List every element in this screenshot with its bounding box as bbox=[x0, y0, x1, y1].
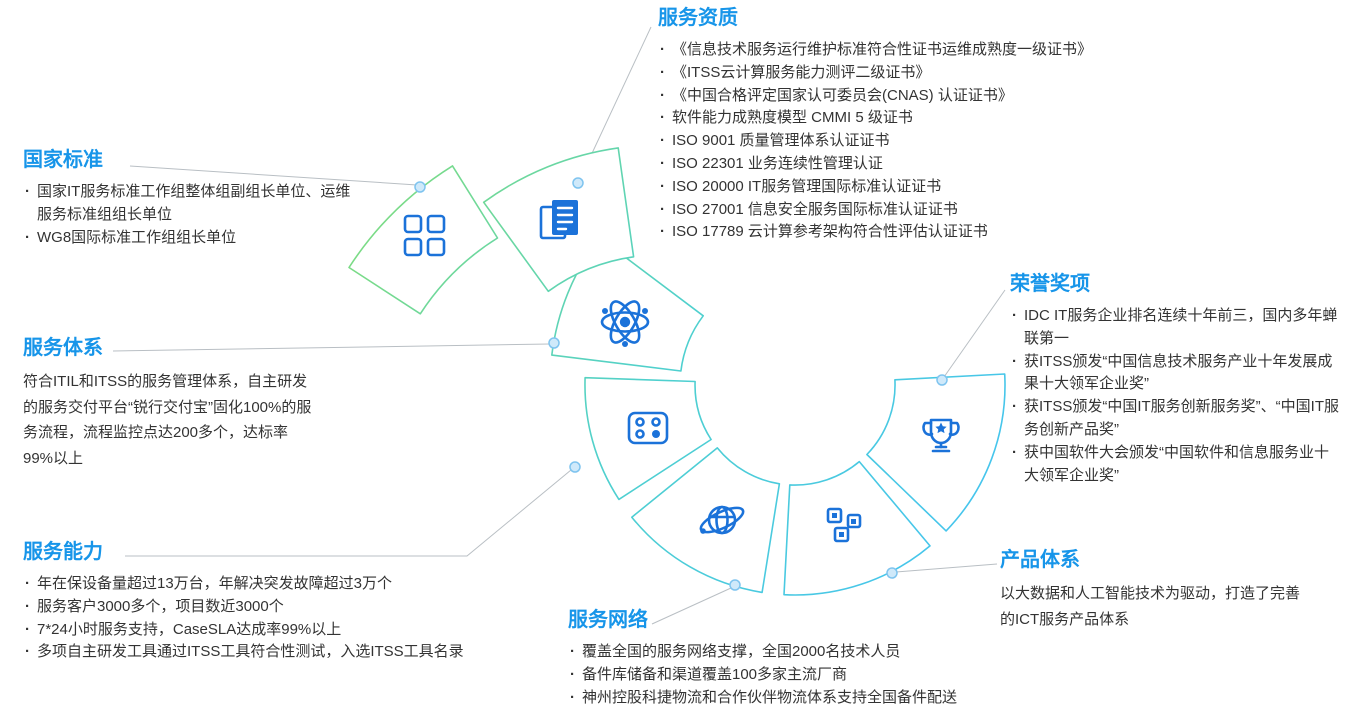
trophy-wedge bbox=[866, 373, 1006, 532]
atom-icon bbox=[600, 300, 650, 347]
connector-products bbox=[895, 563, 998, 573]
section-products: 产品体系 以大数据和人工智能技术为驱动，打造了完善的ICT服务产品体系 bbox=[1000, 548, 1305, 632]
section-honors: 荣誉奖项 IDC IT服务企业排名连续十年前三，国内多年蝉联第一获ITSS颁发“… bbox=[1010, 272, 1340, 487]
dot-service-system bbox=[548, 337, 560, 349]
list-item: 备件库储备和渠道覆盖100多家主流厂商 bbox=[568, 664, 1048, 687]
connector-national-standards bbox=[129, 165, 418, 186]
list-item: 获ITSS颁发“中国信息技术服务产业十年发展成果十大领军企业奖” bbox=[1010, 351, 1340, 397]
section-title-qualifications: 服务资质 bbox=[658, 7, 738, 29]
list-item: 服务客户3000多个，项目数近3000个 bbox=[23, 596, 543, 619]
section-title-service-system: 服务体系 bbox=[23, 337, 103, 359]
list-item: WG8国际标准工作组组长单位 bbox=[23, 227, 353, 250]
connector-service-system bbox=[112, 343, 551, 352]
grid-icon bbox=[403, 214, 446, 257]
list-item: 7*24小时服务支持，CaseSLA达成率99%以上 bbox=[23, 619, 543, 642]
list-item: ISO 9001 质量管理体系认证证书 bbox=[658, 130, 1298, 153]
qualifications-list: 《信息技术服务运行维护标准符合性证书运维成熟度一级证书》《ITSS云计算服务能力… bbox=[658, 39, 1298, 244]
globe-icon bbox=[699, 505, 745, 535]
list-item: 神州控股科捷物流和合作伙伴物流体系支持全国备件配送 bbox=[568, 687, 1048, 710]
section-title-capability: 服务能力 bbox=[23, 541, 103, 563]
list-item: ISO 27001 信息安全服务国际标准认证证书 bbox=[658, 199, 1298, 222]
capability-list: 年在保设备量超过13万台，年解决突发故障超过3万个服务客户3000多个，项目数近… bbox=[23, 573, 543, 664]
list-item: 多项自主研发工具通过ITSS工具符合性测试，入选ITSS工具名录 bbox=[23, 641, 543, 664]
list-item: 国家IT服务标准工作组整体组副组长单位、运维服务标准组组长单位 bbox=[23, 181, 353, 227]
national-standards-list: 国家IT服务标准工作组整体组副组长单位、运维服务标准组组长单位WG8国际标准工作… bbox=[23, 181, 353, 249]
list-item: 软件能力成熟度模型 CMMI 5 级证书 bbox=[658, 107, 1298, 130]
boxes-icon bbox=[826, 507, 862, 543]
honors-list: IDC IT服务企业排名连续十年前三，国内多年蝉联第一获ITSS颁发“中国信息技… bbox=[1010, 305, 1340, 487]
ring-icons bbox=[403, 200, 960, 543]
section-national-standards: 国家标准 国家IT服务标准工作组整体组副组长单位、运维服务标准组组长单位WG8国… bbox=[23, 148, 353, 249]
list-item: 获中国软件大会颁发“中国软件和信息服务业十大领军企业奖” bbox=[1010, 442, 1340, 488]
section-network: 服务网络 覆盖全国的服务网络支撑，全国2000名技术人员备件库储备和渠道覆盖10… bbox=[568, 608, 1048, 709]
service-system-body: 符合ITIL和ITSS的服务管理体系，自主研发的服务交付平台“锐行交付宝”固化1… bbox=[23, 373, 312, 467]
section-title-honors: 荣誉奖项 bbox=[1010, 273, 1090, 295]
list-item: 《ITSS云计算服务能力测评二级证书》 bbox=[658, 62, 1298, 85]
list-item: ISO 22301 业务连续性管理认证 bbox=[658, 153, 1298, 176]
list-item: ISO 20000 IT服务管理国际标准认证证书 bbox=[658, 176, 1298, 199]
grid-wedge bbox=[348, 165, 499, 315]
list-item: 《信息技术服务运行维护标准符合性证书运维成熟度一级证书》 bbox=[658, 39, 1298, 62]
section-capability: 服务能力 年在保设备量超过13万台，年解决突发故障超过3万个服务客户3000多个… bbox=[23, 540, 543, 664]
connector-capability bbox=[125, 469, 572, 557]
list-item: 年在保设备量超过13万台，年解决突发故障超过3万个 bbox=[23, 573, 543, 596]
list-item: IDC IT服务企业排名连续十年前三，国内多年蝉联第一 bbox=[1010, 305, 1340, 351]
connector-dots bbox=[414, 177, 948, 591]
list-item: ISO 17789 云计算参考架构符合性评估认证证书 bbox=[658, 221, 1298, 244]
section-title-products: 产品体系 bbox=[1000, 549, 1080, 571]
dot-national-standards bbox=[414, 181, 426, 193]
dot-products bbox=[886, 567, 898, 579]
section-qualifications: 服务资质 《信息技术服务运行维护标准符合性证书运维成熟度一级证书》《ITSS云计… bbox=[658, 6, 1298, 244]
trophy-icon bbox=[922, 418, 960, 453]
list-item: 获ITSS颁发“中国IT服务创新服务奖”、“中国IT服务创新产品奖” bbox=[1010, 396, 1340, 442]
dot-capability bbox=[569, 461, 581, 473]
connector-lines bbox=[112, 26, 1006, 625]
document-icon bbox=[539, 200, 578, 240]
section-title-national-standards: 国家标准 bbox=[23, 149, 103, 171]
trophy-star bbox=[935, 422, 947, 434]
list-item: 覆盖全国的服务网络支撑，全国2000名技术人员 bbox=[568, 641, 1048, 664]
section-title-network: 服务网络 bbox=[568, 609, 648, 631]
connector-network bbox=[651, 587, 732, 625]
dot-qualifications bbox=[572, 177, 584, 189]
dot-honors bbox=[936, 374, 948, 386]
list-item: 《中国合格评定国家认可委员会(CNAS) 认证证书》 bbox=[658, 85, 1298, 108]
dots-grid-wedge bbox=[584, 376, 712, 501]
dots-grid-icon bbox=[627, 411, 669, 445]
products-body: 以大数据和人工智能技术为驱动，打造了完善的ICT服务产品体系 bbox=[1000, 585, 1301, 628]
connector-honors bbox=[943, 289, 1006, 378]
network-list: 覆盖全国的服务网络支撑，全国2000名技术人员备件库储备和渠道覆盖100多家主流… bbox=[568, 641, 1048, 709]
dot-network bbox=[729, 579, 741, 591]
section-service-system: 服务体系 符合ITIL和ITSS的服务管理体系，自主研发的服务交付平台“锐行交付… bbox=[23, 336, 318, 471]
